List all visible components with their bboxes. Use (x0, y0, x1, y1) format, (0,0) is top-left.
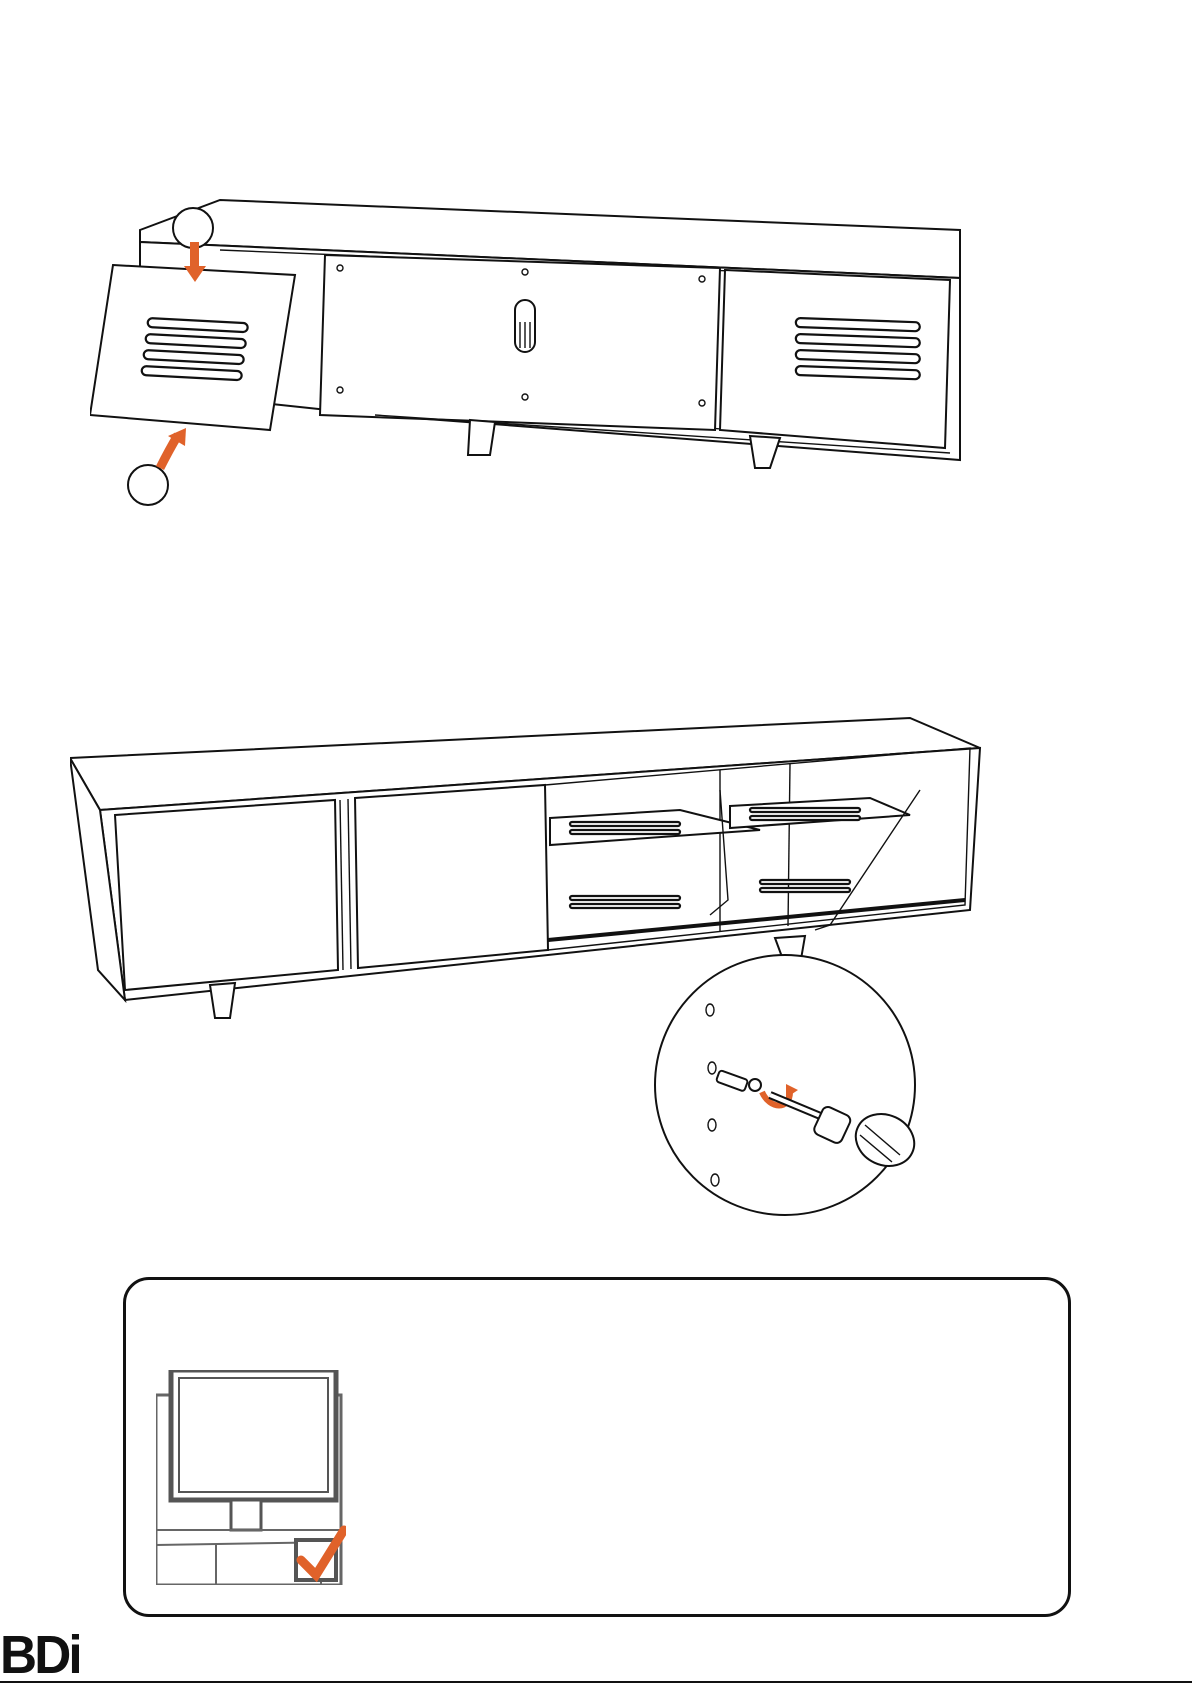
left-door (115, 800, 338, 990)
brand-logo: BDi (0, 1628, 80, 1682)
door-install-drawing (90, 190, 970, 550)
door-handle-icon (515, 300, 535, 352)
step-2-illustration (70, 700, 990, 1260)
step-1-illustration (90, 190, 970, 550)
door-panel (90, 265, 295, 430)
tv-on-stand-illustration (156, 1370, 346, 1585)
footer-rule (0, 1681, 1192, 1683)
info-callout-box (123, 1277, 1071, 1617)
middle-door (355, 785, 548, 968)
tv-on-stand-icon (156, 1370, 346, 1585)
up-curved-arrow-icon (160, 428, 186, 468)
zoom-callout (655, 955, 915, 1215)
shelf-pin-drawing (70, 700, 990, 1260)
step-circle-bottom (128, 465, 168, 505)
